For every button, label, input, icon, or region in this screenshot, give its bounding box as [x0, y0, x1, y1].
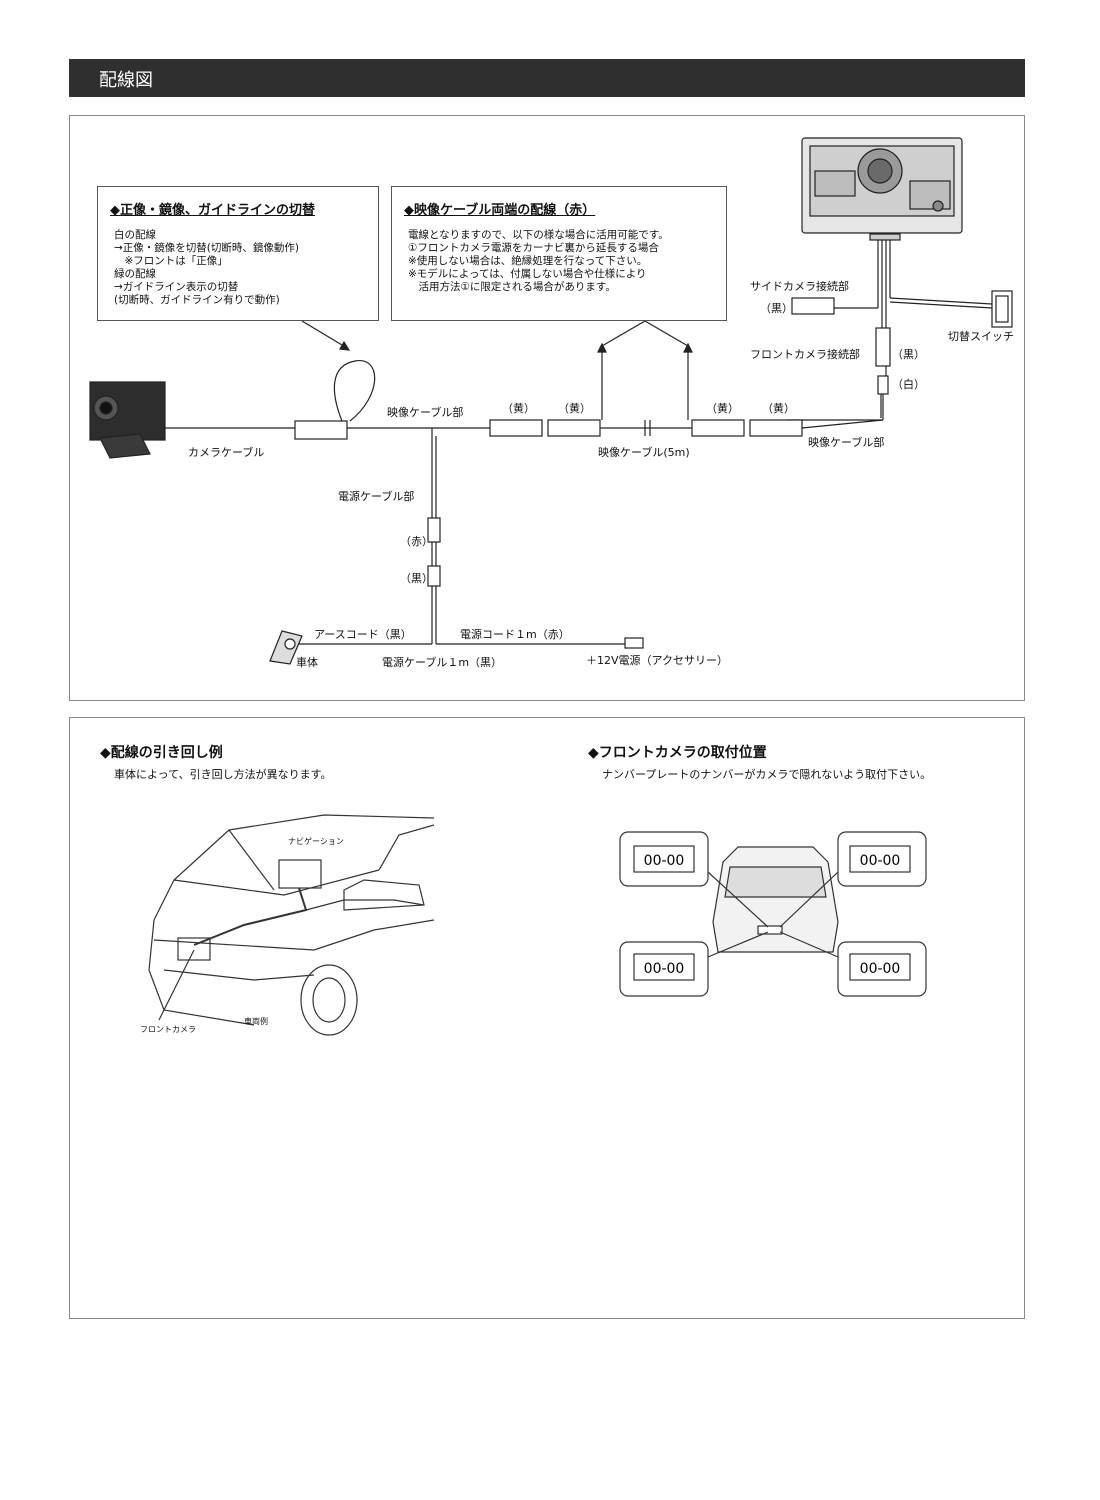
mounting-title: ◆フロントカメラの取付位置	[588, 745, 767, 761]
label-video-cable-part-left: 映像ケーブル部	[387, 406, 464, 419]
callout-video-title: ◆映像ケーブル両端の配線（赤）	[404, 203, 596, 218]
label-yellow: （黄）	[558, 402, 591, 415]
front-camera-connector	[875, 327, 891, 367]
callout-switch: ◆正像・鏡像、ガイドラインの切替 白の配線 →正像・鏡像を切替(切断時、鏡像動作…	[97, 186, 379, 321]
label-video-cable-part-right: 映像ケーブル部	[808, 436, 885, 449]
callout-switch-line: 緑の配線	[114, 268, 156, 280]
callout-switch-line: →ガイドライン表示の切替	[114, 281, 239, 293]
label-front-black: （黒）	[892, 348, 925, 361]
callout-video-line: ※モデルによっては、付属しない場合や仕様により	[408, 268, 647, 280]
routing-note: 車体によって、引き回し方法が異なります。	[114, 768, 332, 781]
plate-text: 00-00	[644, 961, 685, 977]
page-title: 配線図	[99, 70, 153, 91]
label-red: （赤）	[400, 535, 433, 548]
callout-video: ◆映像ケーブル両端の配線（赤） 電線となりますので、以下の様な場合に活用可能です…	[391, 186, 727, 321]
label-video-cable-5m: 映像ケーブル(5m)	[598, 446, 690, 459]
label-example: 車両例	[244, 1017, 268, 1026]
label-front-camera: フロントカメラ	[140, 1025, 196, 1034]
car-routing-illustration	[148, 814, 434, 1036]
callout-switch-line: (切断時、ガイドライン有りで動作)	[114, 294, 280, 306]
label-black: （黒）	[400, 572, 433, 585]
plate-text: 00-00	[860, 853, 901, 869]
callout-switch-line: →正像・鏡像を切替(切断時、鏡像動作)	[114, 242, 299, 254]
label-camera-cable: カメラケーブル	[188, 446, 265, 459]
callout-switch-title: ◆正像・鏡像、ガイドラインの切替	[110, 203, 315, 218]
callout-video-line: 活用方法①に限定される場合があります。	[408, 281, 616, 293]
label-navigation: ナビゲーション	[288, 837, 344, 846]
callout-video-line: ①フロントカメラ電源をカーナビ裏から延長する場合	[408, 242, 659, 254]
plate-text: 00-00	[860, 961, 901, 977]
side-camera-connector	[791, 297, 835, 315]
label-acc-power: ＋12V電源（アクセサリー）	[586, 654, 728, 667]
callout-video-line: 電線となりますので、以下の様な場合に活用可能です。	[408, 229, 669, 241]
mounting-illustration: 00-00 00-00 00-00 00-00	[619, 831, 927, 997]
label-earth-cord: アースコード（黒）	[314, 628, 412, 641]
wiring-diagram-panel: ◆正像・鏡像、ガイドラインの切替 白の配線 →正像・鏡像を切替(切断時、鏡像動作…	[69, 115, 1025, 701]
routing-title: ◆配線の引き回し例	[100, 745, 223, 761]
body-ground-illustration	[269, 630, 303, 665]
label-power-cable-1m-black: 電源ケーブル１m（黒）	[382, 656, 503, 669]
label-front-camera-connector: フロントカメラ接続部	[750, 348, 860, 361]
camera-illustration	[89, 381, 166, 459]
label-power-cord-1m-red: 電源コード１m（赤）	[460, 628, 570, 641]
label-side-camera-connector: サイドカメラ接続部	[750, 280, 849, 293]
mounting-note: ナンバープレートのナンバーがカメラで隠れないよう取付下さい。	[602, 768, 932, 781]
label-switch: 切替スイッチ	[948, 330, 1014, 343]
callout-video-line: ※使用しない場合は、絶縁処理を行なって下さい。	[408, 255, 648, 267]
label-side-black: （黒）	[760, 302, 793, 315]
section-header: 配線図	[69, 59, 1025, 97]
callout-switch-body: 白の配線 →正像・鏡像を切替(切断時、鏡像動作) ※フロントは「正像」 緑の配線…	[114, 229, 299, 307]
routing-panel: ◆配線の引き回し例 車体によって、引き回し方法が異なります。 ◆フロントカメラの…	[69, 717, 1025, 1319]
callout-switch-line: ※フロントは「正像」	[114, 255, 228, 267]
callout-video-body: 電線となりますので、以下の様な場合に活用可能です。 ①フロントカメラ電源をカーナ…	[408, 229, 669, 294]
wiring-diagram	[89, 137, 1013, 665]
label-body: 車体	[296, 656, 318, 669]
callout-switch-line: 白の配線	[114, 229, 156, 241]
navigation-unit-illustration	[801, 137, 963, 241]
label-power-cable-part: 電源ケーブル部	[338, 490, 415, 503]
label-yellow: （黄）	[502, 402, 535, 415]
label-front-white: （白）	[892, 378, 925, 391]
label-yellow: （黄）	[762, 402, 795, 415]
label-yellow: （黄）	[706, 402, 739, 415]
plate-text: 00-00	[644, 853, 685, 869]
